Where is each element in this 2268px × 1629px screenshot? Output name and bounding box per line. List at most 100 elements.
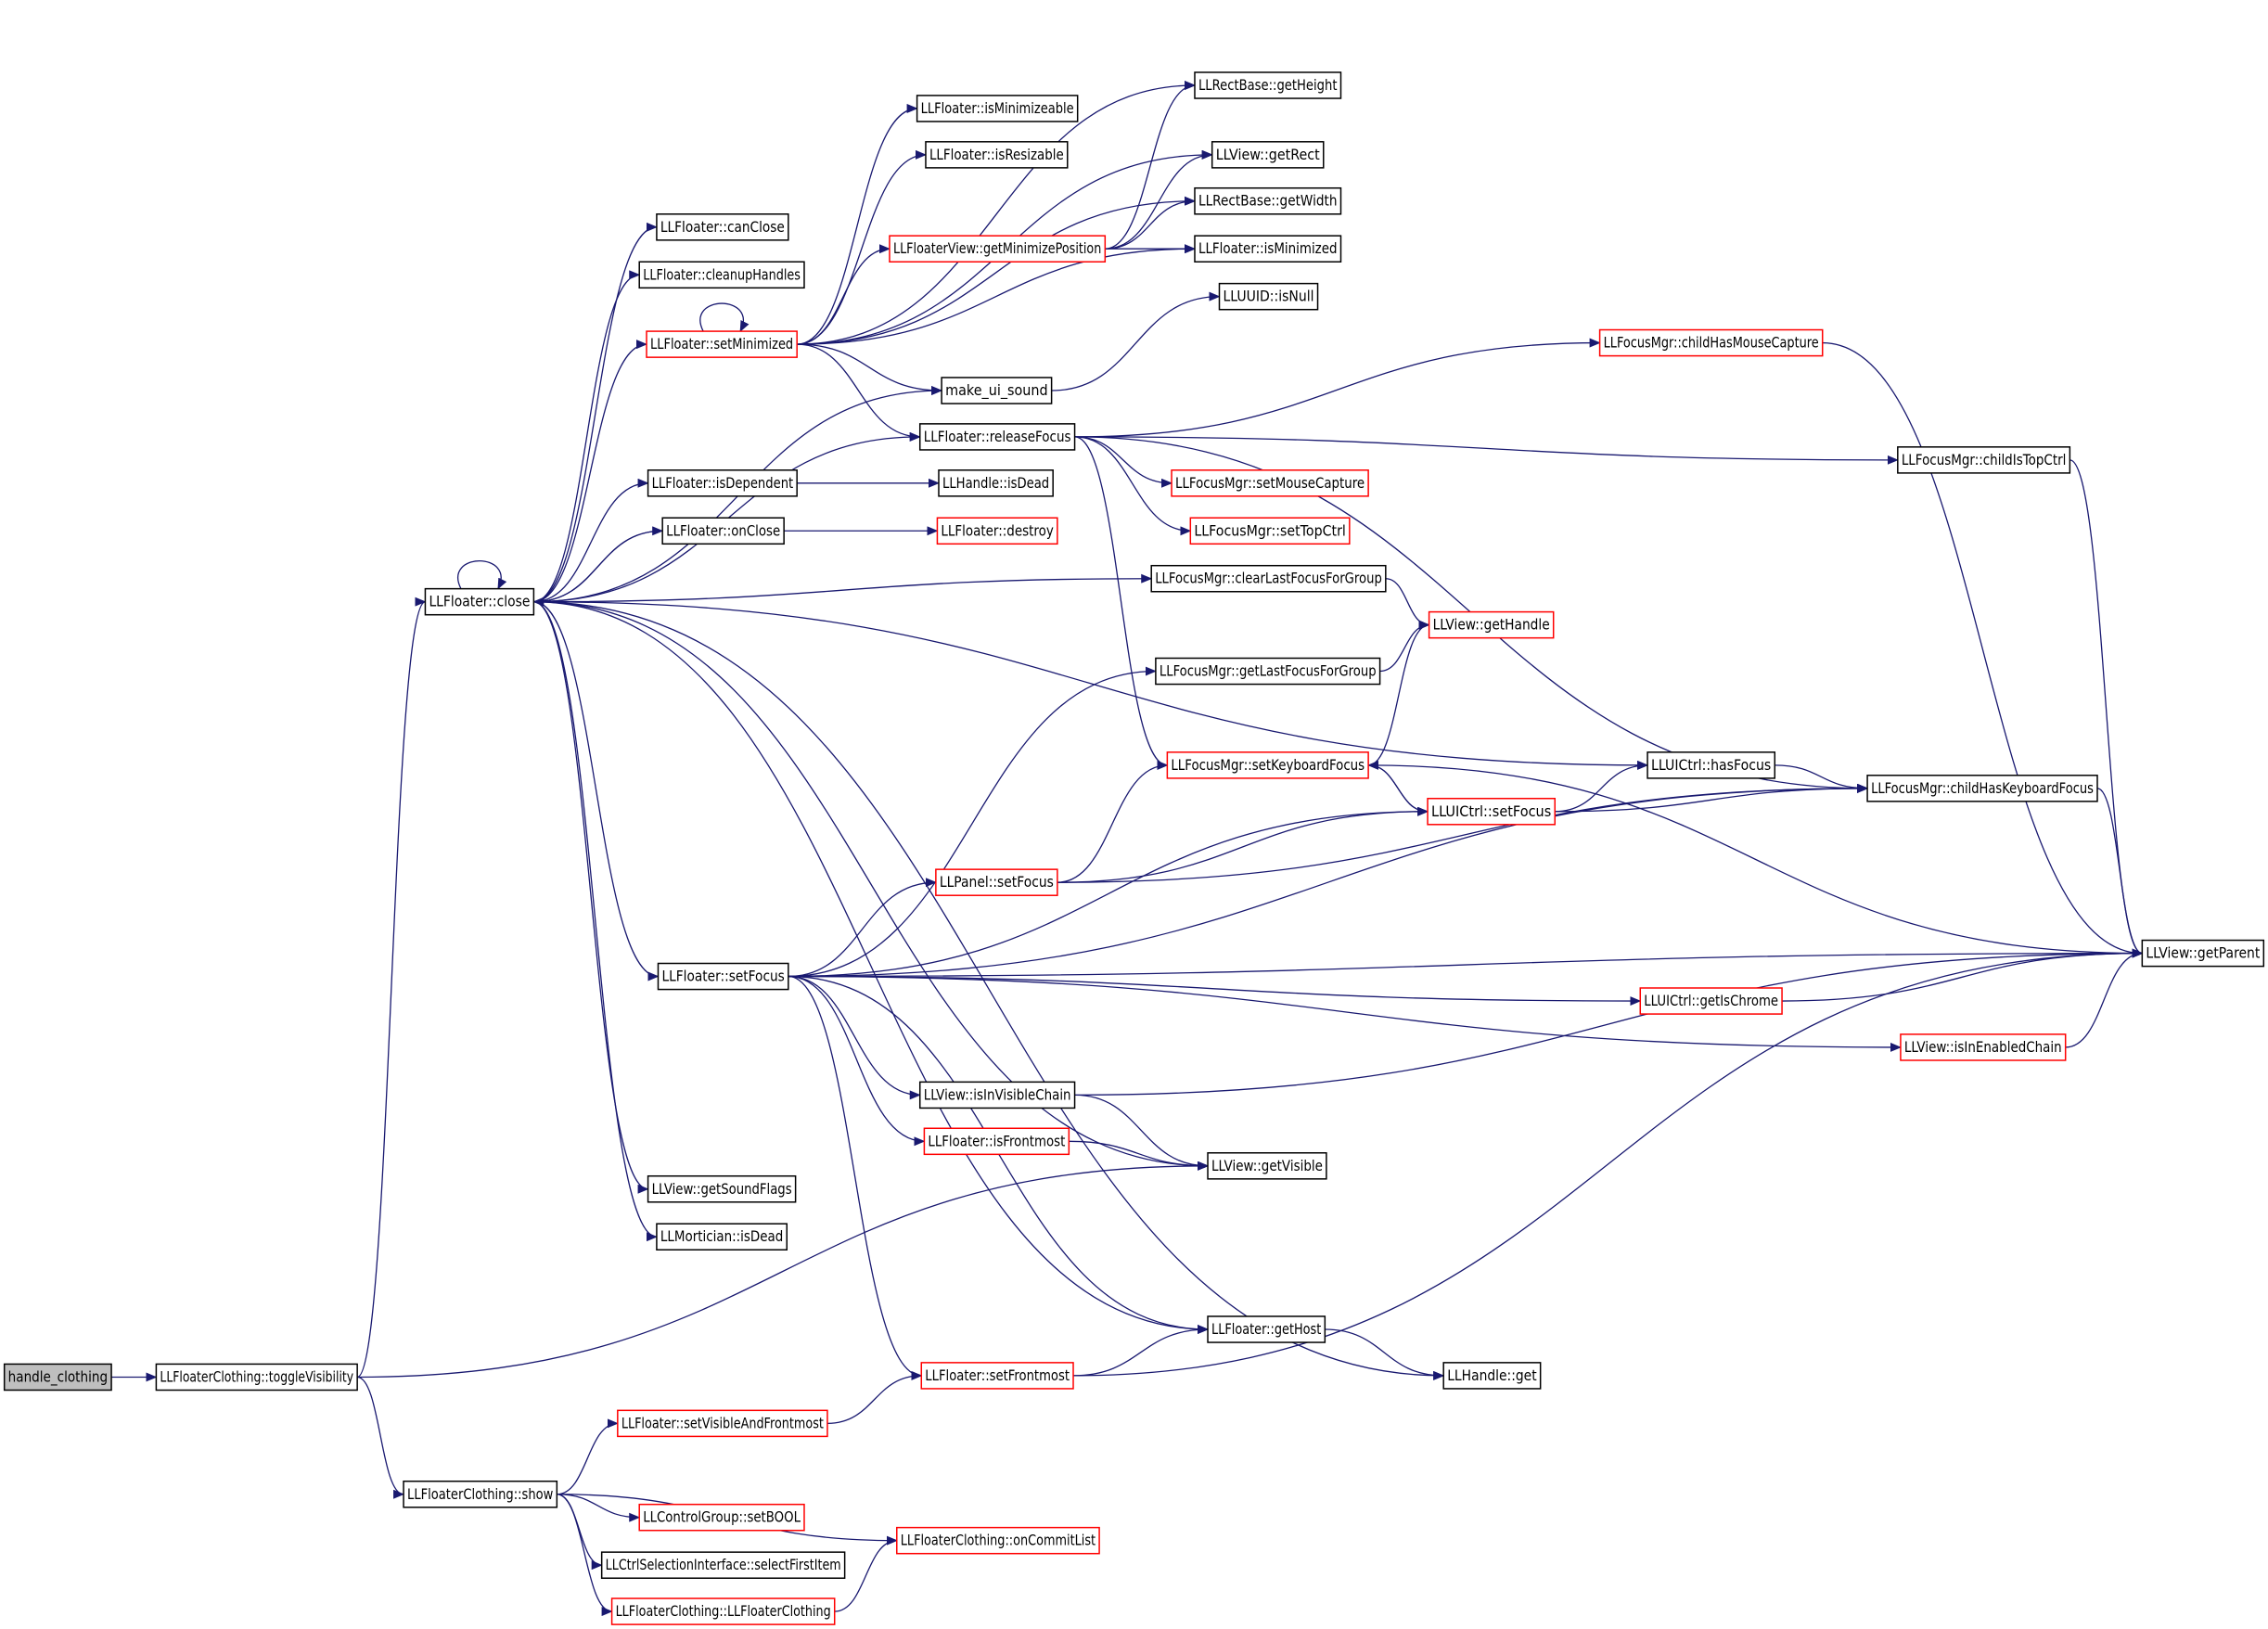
- node-getRect[interactable]: LLView::getRect: [1211, 141, 1325, 169]
- edge-releaseFocus-to-setMouseCapture: [1074, 436, 1173, 488]
- edge-setVisibleAndFrontmost-to-setFrontmost: [826, 1370, 923, 1425]
- edge-panelSetFocus-to-setKeyboardFocus: [1057, 760, 1169, 883]
- node-getParent[interactable]: LLView::getParent: [2141, 939, 2265, 968]
- node-show[interactable]: LLFloaterClothing::show: [403, 1480, 558, 1508]
- node-toggleVisibility[interactable]: LLFloaterClothing::toggleVisibility: [155, 1363, 358, 1392]
- node-getHandle[interactable]: LLView::getHandle: [1428, 610, 1555, 639]
- node-label: LLRectBase::getWidth: [1198, 192, 1337, 210]
- node-label: LLFloater::cleanupHandles: [643, 265, 801, 283]
- node-handle_clothing[interactable]: handle_clothing: [3, 1363, 112, 1392]
- node-isMinimizeable[interactable]: LLFloater::isMinimizeable: [916, 95, 1079, 122]
- node-getVisible[interactable]: LLView::getVisible: [1207, 1152, 1327, 1180]
- node-ctor[interactable]: LLFloaterClothing::LLFloaterClothing: [610, 1597, 836, 1625]
- node-box: [1598, 328, 1824, 357]
- node-box: [1428, 610, 1555, 639]
- node-getWidth[interactable]: LLRectBase::getWidth: [1194, 186, 1342, 215]
- node-box: [1171, 469, 1369, 497]
- node-box: [1155, 657, 1381, 686]
- node-getMinimizePosition[interactable]: LLFloaterView::getMinimizePosition: [889, 235, 1107, 263]
- node-isInVisibleChain[interactable]: LLView::isInVisibleChain: [918, 1081, 1076, 1110]
- node-releaseFocus[interactable]: LLFloater::releaseFocus: [918, 423, 1076, 451]
- node-box: [935, 868, 1058, 896]
- node-getLastFocusForGroup[interactable]: LLFocusMgr::getLastFocusForGroup: [1155, 657, 1381, 686]
- edge-toggleVisibility-to-close: [356, 596, 427, 1379]
- node-childIsTopCtrl[interactable]: LLFocusMgr::childIsTopCtrl: [1897, 446, 2071, 474]
- node-getHost[interactable]: LLFloater::getHost: [1207, 1315, 1326, 1343]
- node-box: [1218, 282, 1319, 311]
- node-panelSetFocus[interactable]: LLPanel::setFocus: [935, 868, 1058, 896]
- node-label: make_ui_sound: [945, 381, 1048, 400]
- node-box: [656, 1223, 788, 1251]
- edge-childHasMouseCapture-to-getParent: [1822, 341, 2144, 958]
- node-getIsChrome[interactable]: LLUICtrl::getIsChrome: [1639, 987, 1783, 1015]
- node-onClose[interactable]: LLFloater::onClose: [661, 517, 785, 545]
- node-setMouseCapture[interactable]: LLFocusMgr::setMouseCapture: [1171, 469, 1369, 497]
- node-box: [1639, 987, 1783, 1015]
- edge-close-to-hasFocus: [533, 601, 1649, 770]
- node-canClose[interactable]: LLFloater::canClose: [656, 213, 789, 241]
- node-setMinimized[interactable]: LLFloater::setMinimized: [646, 330, 798, 358]
- node-label: LLPanel::setFocus: [940, 873, 1054, 891]
- node-isInEnabledChain[interactable]: LLView::isInEnabledChain: [1900, 1033, 2067, 1061]
- node-label: LLFloater::isResizable: [929, 146, 1064, 163]
- node-setBOOL[interactable]: LLControlGroup::setBOOL: [638, 1503, 805, 1532]
- edge-uiSetFocus-to-hasFocus: [1555, 760, 1649, 813]
- node-isDead[interactable]: LLHandle::isDead: [938, 469, 1054, 497]
- edge-setFrontmost-to-getParent: [1073, 948, 2144, 1377]
- node-setTopCtrl[interactable]: LLFocusMgr::setTopCtrl: [1189, 517, 1351, 545]
- edge-layer: [111, 81, 2144, 1617]
- node-setFrontmost[interactable]: LLFloater::setFrontmost: [920, 1362, 1074, 1390]
- node-isDependent[interactable]: LLFloater::isDependent: [647, 469, 798, 497]
- edge-floaterSetFocus-to-setFrontmost: [788, 975, 923, 1380]
- node-childHasKeyboardFocus[interactable]: LLFocusMgr::childHasKeyboardFocus: [1866, 775, 2098, 802]
- node-destroy[interactable]: LLFloater::destroy: [936, 517, 1058, 545]
- node-box: [1189, 517, 1351, 545]
- edge-getIsChrome-to-getParent: [1782, 948, 2144, 1002]
- node-label: handle_clothing: [8, 1367, 108, 1386]
- node-isFrontmost[interactable]: LLFloater::isFrontmost: [923, 1127, 1070, 1156]
- node-box: [1897, 446, 2071, 474]
- node-morticianIsDead[interactable]: LLMortician::isDead: [656, 1223, 788, 1251]
- node-box: [1900, 1033, 2067, 1061]
- node-floaterSetFocus[interactable]: LLFloater::setFocus: [657, 962, 789, 991]
- edge-setMinimized-to-getWidth: [797, 196, 1196, 345]
- edge-close-to-canClose: [533, 222, 658, 603]
- node-box: [1207, 1152, 1327, 1180]
- edge-make_ui_sound-to-isNull: [1051, 291, 1221, 391]
- node-label: LLFloater::setVisibleAndFrontmost: [621, 1414, 824, 1431]
- node-box: [610, 1597, 836, 1625]
- node-getHeight[interactable]: LLRectBase::getHeight: [1194, 71, 1342, 99]
- node-layer: handle_clothing LLFloaterClothing::toggle…: [3, 71, 2265, 1625]
- node-label: LLFloater::setMinimized: [650, 335, 793, 353]
- node-setVisibleAndFrontmost[interactable]: LLFloater::setVisibleAndFrontmost: [617, 1409, 828, 1438]
- edge-isFrontmost-to-getVisible: [1069, 1140, 1210, 1171]
- node-clearLastFocusForGroup[interactable]: LLFocusMgr::clearLastFocusForGroup: [1150, 564, 1387, 593]
- node-getSoundFlags[interactable]: LLView::getSoundFlags: [647, 1174, 797, 1203]
- edge-close-to-clearLastFocusForGroup: [533, 573, 1153, 603]
- edge-setMinimized-to-isMinimized: [797, 244, 1196, 345]
- node-isMinimized[interactable]: LLFloater::isMinimized: [1194, 235, 1342, 263]
- edge-isInEnabledChain-to-getParent: [2065, 948, 2144, 1048]
- node-setKeyboardFocus[interactable]: LLFocusMgr::setKeyboardFocus: [1166, 751, 1369, 779]
- node-childHasMouseCapture[interactable]: LLFocusMgr::childHasMouseCapture: [1598, 328, 1824, 357]
- node-selectFirstItem[interactable]: LLCtrlSelectionInterface::selectFirstIte…: [600, 1551, 846, 1579]
- edge-close-to-cleanupHandles: [533, 270, 641, 603]
- node-cleanupHandles[interactable]: LLFloater::cleanupHandles: [638, 261, 805, 289]
- node-onCommitList[interactable]: LLFloaterClothing::onCommitList: [896, 1526, 1100, 1555]
- node-handleGet[interactable]: LLHandle::get: [1442, 1362, 1542, 1390]
- node-close[interactable]: LLFloater::close: [424, 587, 535, 616]
- node-box: [1866, 775, 2098, 802]
- node-label: LLFocusMgr::clearLastFocusForGroup: [1155, 570, 1382, 587]
- node-box: [617, 1409, 828, 1438]
- node-make_ui_sound[interactable]: make_ui_sound: [941, 377, 1053, 404]
- edge-close-to-getVisible: [533, 601, 1210, 1171]
- node-label: LLFocusMgr::setTopCtrl: [1194, 521, 1346, 539]
- node-uiSetFocus[interactable]: LLUICtrl::setFocus: [1427, 797, 1557, 826]
- node-box: [1150, 564, 1387, 593]
- node-isNull[interactable]: LLUUID::isNull: [1218, 282, 1319, 311]
- node-label: LLRectBase::getHeight: [1198, 76, 1337, 94]
- node-isResizable[interactable]: LLFloater::isResizable: [925, 141, 1069, 169]
- node-label: LLCtrlSelectionInterface::selectFirstIte…: [606, 1556, 841, 1573]
- edge-setMinimized-to-make_ui_sound: [797, 343, 943, 396]
- node-hasFocus[interactable]: LLUICtrl::hasFocus: [1647, 751, 1776, 779]
